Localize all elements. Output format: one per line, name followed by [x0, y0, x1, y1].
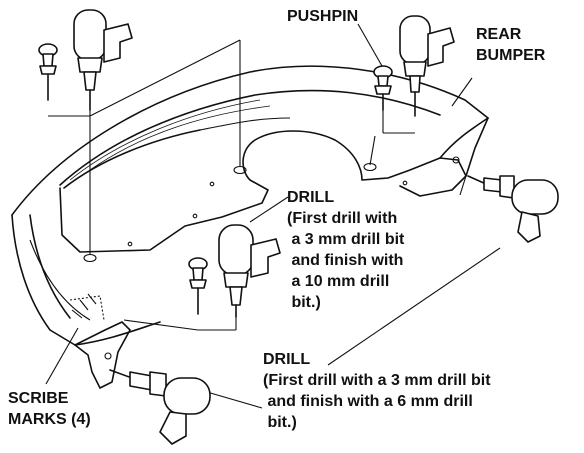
- pushpin-icon: [188, 257, 208, 315]
- drill-upper-line: bit.): [287, 294, 321, 311]
- pushpin-label: PUSHPIN: [287, 8, 359, 25]
- leader-lines: [45, 23, 501, 409]
- rear-bumper-label: REAR BUMPER: [476, 24, 545, 66]
- rear-bumper: [11, 65, 489, 389]
- rear-bumper-label-line: BUMPER: [476, 47, 546, 64]
- drill-icon: [399, 15, 455, 117]
- pushpin-icon: [373, 65, 393, 111]
- rear-bumper-label-line: REAR: [476, 26, 522, 43]
- drill-icon: [218, 224, 281, 318]
- drill-icon: [73, 9, 133, 111]
- drill-icon: [109, 369, 211, 445]
- drill-upper-line: DRILL: [287, 189, 335, 206]
- drill-icon: [467, 175, 559, 243]
- drill-upper-line: (First drill with: [287, 210, 398, 227]
- drill-upper-line: a 3 mm drill bit: [287, 231, 405, 248]
- drill-upper-line: and finish with: [287, 252, 404, 269]
- pushpin-icon: [38, 43, 58, 101]
- drill-lower-line: (First drill with a 3 mm drill bit: [263, 372, 491, 389]
- scribe-marks-line: SCRIBE: [8, 390, 69, 407]
- drill-upper-line: a 10 mm drill: [287, 273, 390, 290]
- drill-upper-label: DRILL (First drill with a 3 mm drill bit…: [287, 187, 404, 313]
- drill-lower-line: DRILL: [263, 351, 311, 368]
- scribe-marks-label: SCRIBE MARKS (4): [8, 388, 91, 430]
- scribe-marks-line: MARKS (4): [8, 411, 91, 428]
- drill-lower-line: and finish with a 6 mm drill: [263, 393, 473, 410]
- drill-lower-line: bit.): [263, 414, 297, 431]
- drill-lower-label: DRILL (First drill with a 3 mm drill bit…: [263, 349, 491, 433]
